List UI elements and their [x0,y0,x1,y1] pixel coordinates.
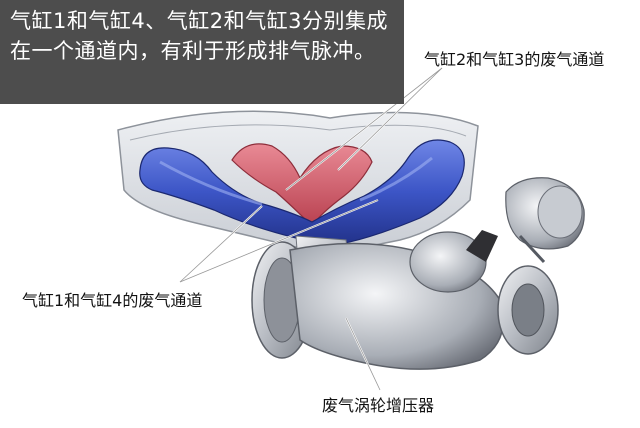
cylinder-1-4-passage [139,139,465,245]
caption-text: 气缸1和气缸4、气缸2和气缸3分别集成在一个通道内，有利于形成排气脉冲。 [10,9,388,63]
label-cylinder-1-4-passage: 气缸1和气缸4的废气通道 [22,291,203,310]
cylinder-2-3-passage [231,143,373,227]
label-cylinder-2-3-passage: 气缸2和气缸3的废气通道 [424,50,605,69]
wastegate-actuator [505,177,585,264]
caption-box: 气缸1和气缸4、气缸2和气缸3分别集成在一个通道内，有利于形成排气脉冲。 [0,0,404,104]
label-turbocharger: 废气涡轮增压器 [322,396,435,415]
leader-lines-outline [179,67,443,391]
turbocharger-body [251,230,559,370]
